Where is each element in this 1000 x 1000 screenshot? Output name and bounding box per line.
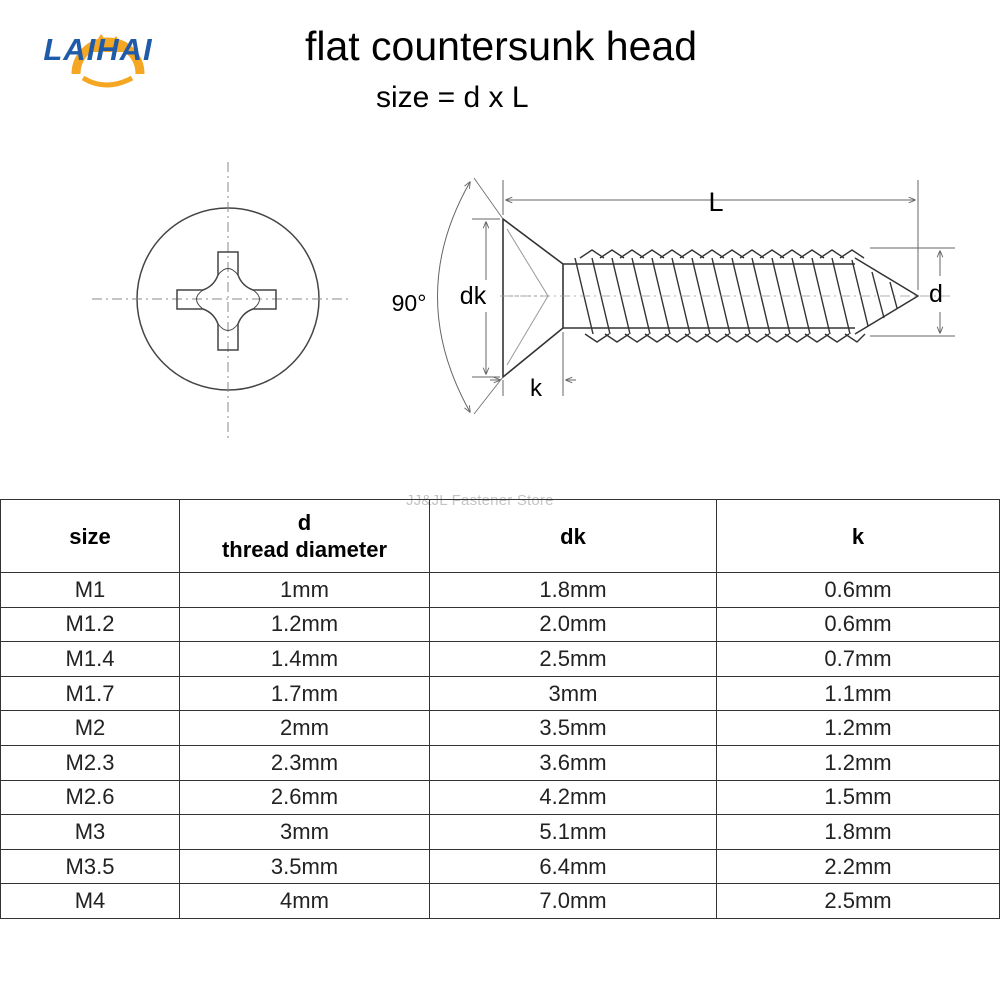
cell-size: M2 xyxy=(0,710,180,746)
angle-label: 90° xyxy=(392,290,427,316)
cell-size: M1.7 xyxy=(0,675,180,712)
cell-size: M1 xyxy=(0,572,180,608)
col-header-dk: dk xyxy=(429,499,717,573)
col-header-k: k xyxy=(716,499,1000,573)
cell-k: 2.2mm xyxy=(716,848,1000,885)
cell-dk: 3.6mm xyxy=(429,744,717,781)
thread-diameter-label: d xyxy=(929,280,943,308)
cell-k: 1.1mm xyxy=(716,675,1000,712)
length-label: L xyxy=(708,187,723,217)
cell-size: M4 xyxy=(0,883,180,919)
cell-d: 2.3mm xyxy=(179,744,430,781)
cell-dk: 3mm xyxy=(429,675,717,712)
head-diameter-label: dk xyxy=(460,282,487,310)
cell-d: 3.5mm xyxy=(179,848,430,885)
cell-k: 0.7mm xyxy=(716,641,1000,677)
cell-k: 1.2mm xyxy=(716,710,1000,746)
screw-drawing: L dk k d 90° xyxy=(92,162,955,440)
cell-size: M3 xyxy=(0,814,180,850)
cell-dk: 4.2mm xyxy=(429,779,717,816)
cell-dk: 7.0mm xyxy=(429,883,717,919)
cell-dk: 2.5mm xyxy=(429,641,717,677)
cell-d: 2mm xyxy=(179,710,430,746)
logo-wordmark: LAIHAI xyxy=(43,32,153,67)
cell-dk: 2.0mm xyxy=(429,606,717,643)
cell-d: 3mm xyxy=(179,814,430,850)
cell-size: M3.5 xyxy=(0,848,180,885)
page-title: flat countersunk head xyxy=(304,23,698,69)
cell-d: 1.2mm xyxy=(179,606,430,643)
cell-dk: 1.8mm xyxy=(429,572,717,608)
cell-d: 1mm xyxy=(179,572,430,608)
screw-side-view xyxy=(500,217,950,379)
cell-d: 1.7mm xyxy=(179,675,430,712)
phillips-cross-icon xyxy=(176,251,277,351)
cell-size: M1.4 xyxy=(0,641,180,677)
cell-d: 1.4mm xyxy=(179,641,430,677)
cell-size: M2.6 xyxy=(0,779,180,816)
head-height-label: k xyxy=(530,375,543,402)
size-formula: size = d x L xyxy=(376,81,529,114)
cell-dk: 3.5mm xyxy=(429,710,717,746)
col-header-size: size xyxy=(0,499,180,573)
cell-size: M2.3 xyxy=(0,744,180,781)
cell-k: 1.5mm xyxy=(716,779,1000,816)
brand-logo: LAIHAI xyxy=(6,8,191,90)
cell-d: 4mm xyxy=(179,883,430,919)
cell-size: M1.2 xyxy=(0,606,180,643)
cell-dk: 5.1mm xyxy=(429,814,717,850)
cell-k: 0.6mm xyxy=(716,606,1000,643)
cell-k: 1.8mm xyxy=(716,814,1000,850)
cell-k: 2.5mm xyxy=(716,883,1000,919)
dimension-lines xyxy=(437,177,955,415)
cell-k: 1.2mm xyxy=(716,744,1000,781)
head-top-view xyxy=(92,162,350,440)
cell-k: 0.6mm xyxy=(716,572,1000,608)
cell-d: 2.6mm xyxy=(179,779,430,816)
cell-dk: 6.4mm xyxy=(429,848,717,885)
